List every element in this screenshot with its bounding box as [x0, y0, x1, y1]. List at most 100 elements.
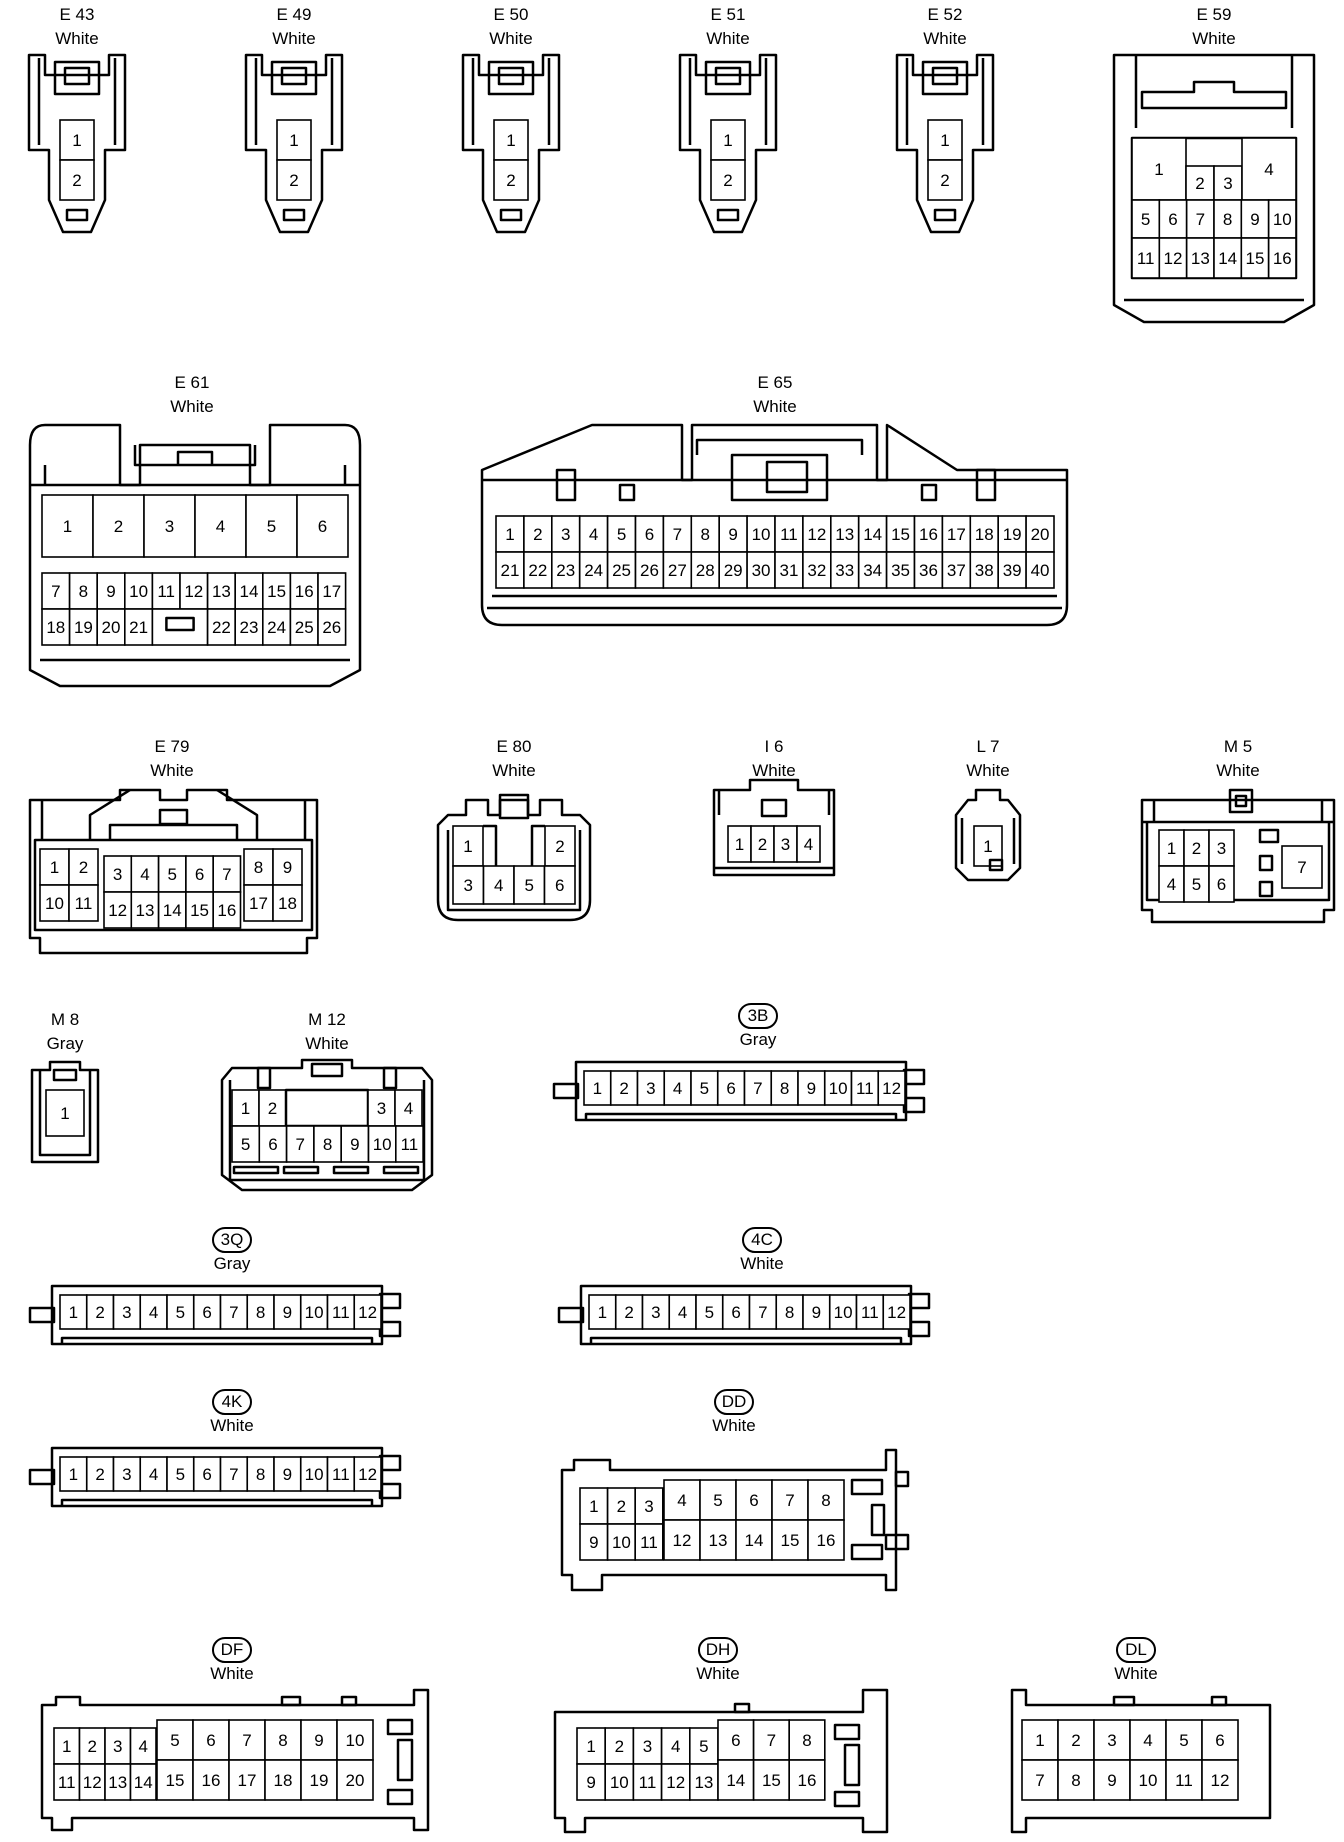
pin-number: 3: [113, 1737, 122, 1756]
cavity-wall: [483, 824, 545, 866]
connector-color: White: [170, 397, 213, 416]
pin-number: 6: [645, 525, 654, 544]
pin-number: 10: [346, 1731, 365, 1750]
pin-number: 2: [268, 1099, 277, 1118]
key-slot: [870, 1503, 886, 1537]
pin-number: 10: [610, 1773, 629, 1792]
connector-color: White: [740, 1254, 783, 1273]
mount-tab: [28, 1306, 56, 1324]
pin-cell: [1208, 865, 1235, 903]
pin-number: 3: [1217, 839, 1226, 858]
pin-number: 8: [323, 1135, 332, 1154]
pin-cell: [1281, 845, 1323, 889]
pin-number: 25: [295, 618, 314, 637]
pin-number: 15: [891, 525, 910, 544]
pin-number: 4: [216, 517, 225, 536]
pin-cell: [264, 1719, 302, 1761]
pin-number: 12: [882, 1079, 901, 1098]
pin-cell: [139, 1456, 168, 1492]
pin-number: 8: [256, 1303, 265, 1322]
pin-cell: [192, 1759, 230, 1801]
mount-tab: [733, 1702, 751, 1714]
pin-number: 17: [322, 582, 341, 601]
pin-number: 2: [114, 517, 123, 536]
mount-tab: [884, 1533, 910, 1551]
pin-number: 10: [829, 1079, 848, 1098]
pin-cell: [641, 1294, 671, 1330]
pin-number: 9: [1107, 1771, 1116, 1790]
housing-rib: [1152, 800, 1324, 822]
pin-number: 7: [229, 1303, 238, 1322]
pin-number: 20: [102, 618, 121, 637]
key-slot: [386, 1788, 414, 1806]
pin-number: 2: [615, 1737, 624, 1756]
pin-number: 12: [666, 1773, 685, 1792]
pin-number: 7: [1035, 1771, 1044, 1790]
connector-code: E 52: [928, 5, 963, 24]
pin-cell: [746, 515, 776, 553]
pin-cell: [829, 551, 860, 589]
pin-number: 18: [975, 525, 994, 544]
key-slot: [499, 208, 523, 222]
pin-number: 5: [1192, 875, 1201, 894]
connector-code: 4K: [222, 1392, 243, 1411]
connector-code: E 59: [1197, 5, 1232, 24]
connector-code: 3Q: [221, 1230, 244, 1249]
pin-number: 5: [700, 1079, 709, 1098]
pin-cell: [1213, 237, 1243, 279]
pin-number: 7: [296, 1135, 305, 1154]
housing-rib: [254, 58, 334, 145]
pin-number: 1: [505, 525, 514, 544]
pin-cell: [495, 551, 525, 589]
housing-rib: [1134, 55, 1294, 128]
housing-outline: [461, 53, 561, 234]
connector-color: White: [1192, 29, 1235, 48]
key-slot: [618, 483, 636, 502]
pin-number: 1: [69, 1303, 78, 1322]
pin-number: 6: [1215, 1731, 1224, 1750]
pin-number: 32: [807, 561, 826, 580]
pin-number: 6: [1217, 875, 1226, 894]
pin-number: 7: [758, 1303, 767, 1322]
pin-number: 3: [464, 876, 473, 895]
pin-cell: [614, 1294, 644, 1330]
connector-code: I 6: [765, 737, 784, 756]
pin-number: 11: [861, 1303, 879, 1322]
pin-cell: [1208, 829, 1235, 867]
pin-cell: [1267, 237, 1297, 279]
key-slot: [988, 858, 1004, 872]
pin-cell: [523, 551, 553, 589]
pin-cell: [634, 515, 665, 553]
pin-number: 15: [781, 1531, 800, 1550]
pin-number: 4: [494, 876, 503, 895]
connector-code: E 79: [155, 737, 190, 756]
pin-cell: [716, 1070, 746, 1106]
connector-code: DF: [221, 1640, 244, 1659]
pin-cell: [41, 494, 94, 558]
housing-outline: [895, 53, 995, 234]
pin-number: 2: [758, 835, 767, 854]
housing-outline: [50, 1284, 384, 1346]
pin-number: 8: [780, 1079, 789, 1098]
key-slot: [850, 1478, 884, 1496]
pin-cell: [710, 119, 746, 161]
pin-number: 14: [863, 525, 882, 544]
connector-code-badge: [212, 1389, 252, 1415]
pin-cell: [68, 884, 99, 922]
connector-code-badge: [742, 1227, 782, 1253]
pin-cell: [743, 1070, 773, 1106]
connector-color: White: [150, 761, 193, 780]
pin-number: 5: [1179, 1731, 1188, 1750]
pin-cell: [775, 1294, 804, 1330]
pin-cell: [285, 1125, 315, 1163]
pin-number: 24: [267, 618, 286, 637]
pin-number: 2: [1195, 174, 1204, 193]
connector-code-badge: [212, 1637, 252, 1663]
pin-cell: [634, 1523, 664, 1561]
key-slot: [920, 483, 938, 502]
pin-cell: [927, 159, 963, 201]
pin-number: 10: [752, 525, 771, 544]
pin-number: 30: [752, 561, 771, 580]
